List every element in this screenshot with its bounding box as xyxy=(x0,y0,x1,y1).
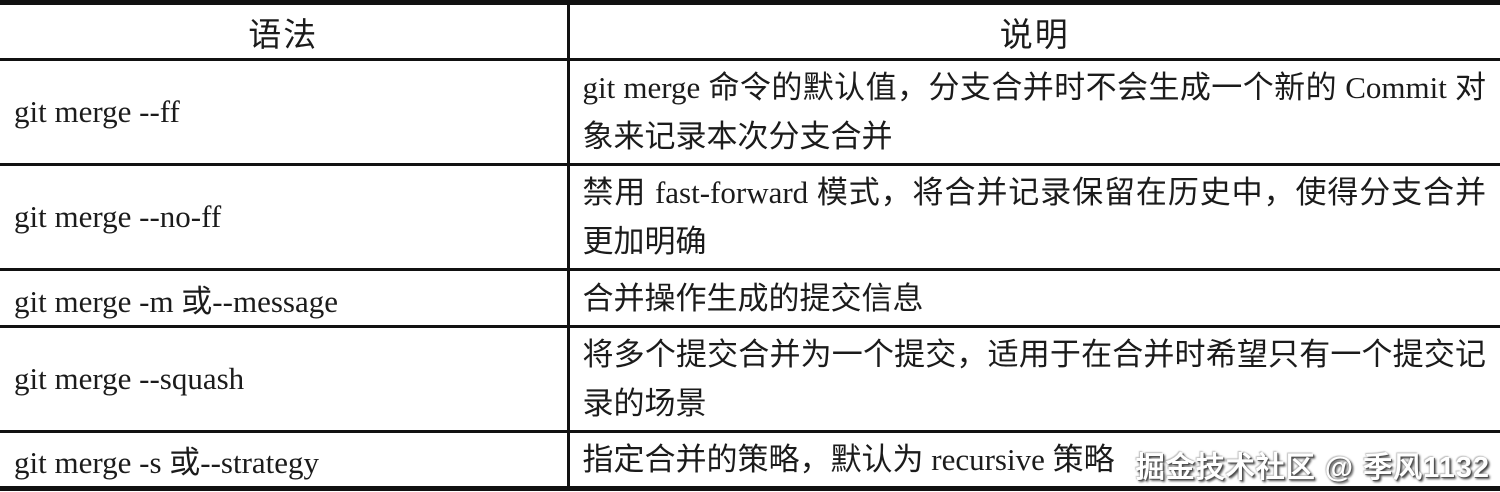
description-cell: 禁用 fast-forward 模式，将合并记录保留在历史中，使得分支合并更加明… xyxy=(566,163,1500,270)
table-row: git merge --no-ff 禁用 fast-forward 模式，将合并… xyxy=(0,163,1500,270)
syntax-cell: git merge --ff xyxy=(0,58,568,165)
description-cell: 指定合并的策略，默认为 recursive 策略 xyxy=(566,430,1500,489)
syntax-cell: git merge --squash xyxy=(0,325,568,432)
table-row: git merge -s 或--strategy 指定合并的策略，默认为 rec… xyxy=(0,430,1500,489)
header-syntax: 语法 xyxy=(248,17,319,54)
table-row: git merge --ff git merge 命令的默认值，分支合并时不会生… xyxy=(0,58,1500,165)
table-row: git merge -m 或--message 合并操作生成的提交信息 xyxy=(0,268,1500,327)
syntax-cell: git merge -s 或--strategy xyxy=(0,430,568,489)
description-cell: 将多个提交合并为一个提交，适用于在合并时希望只有一个提交记录的场景 xyxy=(566,325,1500,432)
table-row: git merge --squash 将多个提交合并为一个提交，适用于在合并时希… xyxy=(0,325,1500,432)
syntax-cell: git merge --no-ff xyxy=(0,163,568,270)
description-cell: git merge 命令的默认值，分支合并时不会生成一个新的 Commit 对象… xyxy=(566,58,1500,165)
header-description: 说明 xyxy=(566,2,1500,60)
description-cell: 合并操作生成的提交信息 xyxy=(566,268,1500,327)
table-header-row: 语法 说明 xyxy=(0,2,1500,60)
syntax-cell: git merge -m 或--message xyxy=(0,268,568,327)
